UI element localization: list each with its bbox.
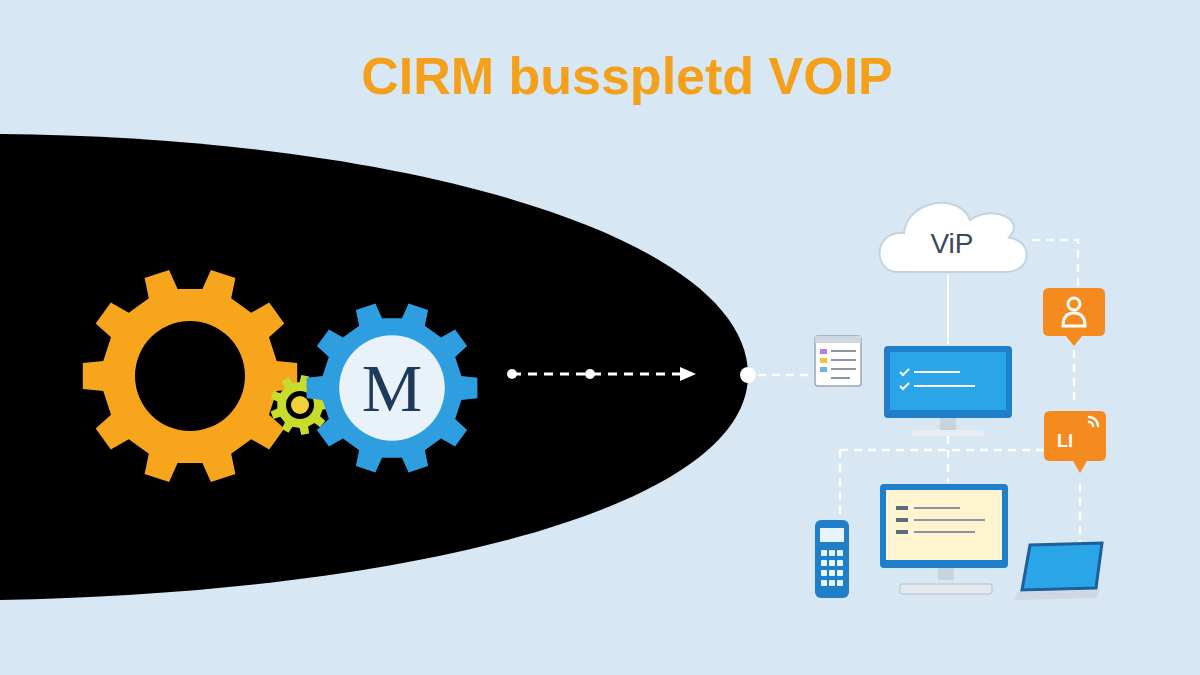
gear-node: M — [304, 300, 480, 476]
node-label: ViP — [930, 229, 973, 260]
dashed-link — [1032, 240, 1078, 286]
monitor — [884, 346, 1012, 436]
bubble-shape — [1044, 411, 1106, 473]
diagram-title: CIRM busspletd VOIP — [361, 46, 893, 106]
node-label: LI — [1057, 432, 1073, 452]
dashed-arrow — [512, 373, 680, 376]
wifi-symbol — [1089, 417, 1098, 426]
gear-face — [339, 335, 445, 441]
desktop-computer — [880, 484, 1008, 594]
black-funnel — [0, 134, 748, 600]
tablet — [1014, 543, 1102, 600]
cloud-node: ViP — [877, 200, 1027, 272]
orange-gear — [83, 270, 297, 482]
bubble-outline — [1044, 411, 1106, 461]
arrow-head — [680, 367, 696, 381]
cloud-shape — [880, 203, 1027, 272]
arrow-dot — [585, 369, 595, 379]
dashed-link — [1073, 350, 1076, 406]
user-bubble — [1043, 288, 1105, 346]
blue-gear — [307, 304, 478, 473]
dashed-link — [758, 374, 812, 377]
signal-bubble: LI — [1044, 411, 1106, 461]
node-label: M — [362, 351, 422, 426]
link-line — [947, 275, 949, 344]
arrow-end-dot — [740, 367, 756, 383]
small-gear-hub — [291, 396, 309, 414]
desk-phone — [815, 520, 849, 598]
dashed-link — [1079, 484, 1082, 542]
document-icon — [815, 336, 861, 386]
arrow-dot — [507, 369, 517, 379]
